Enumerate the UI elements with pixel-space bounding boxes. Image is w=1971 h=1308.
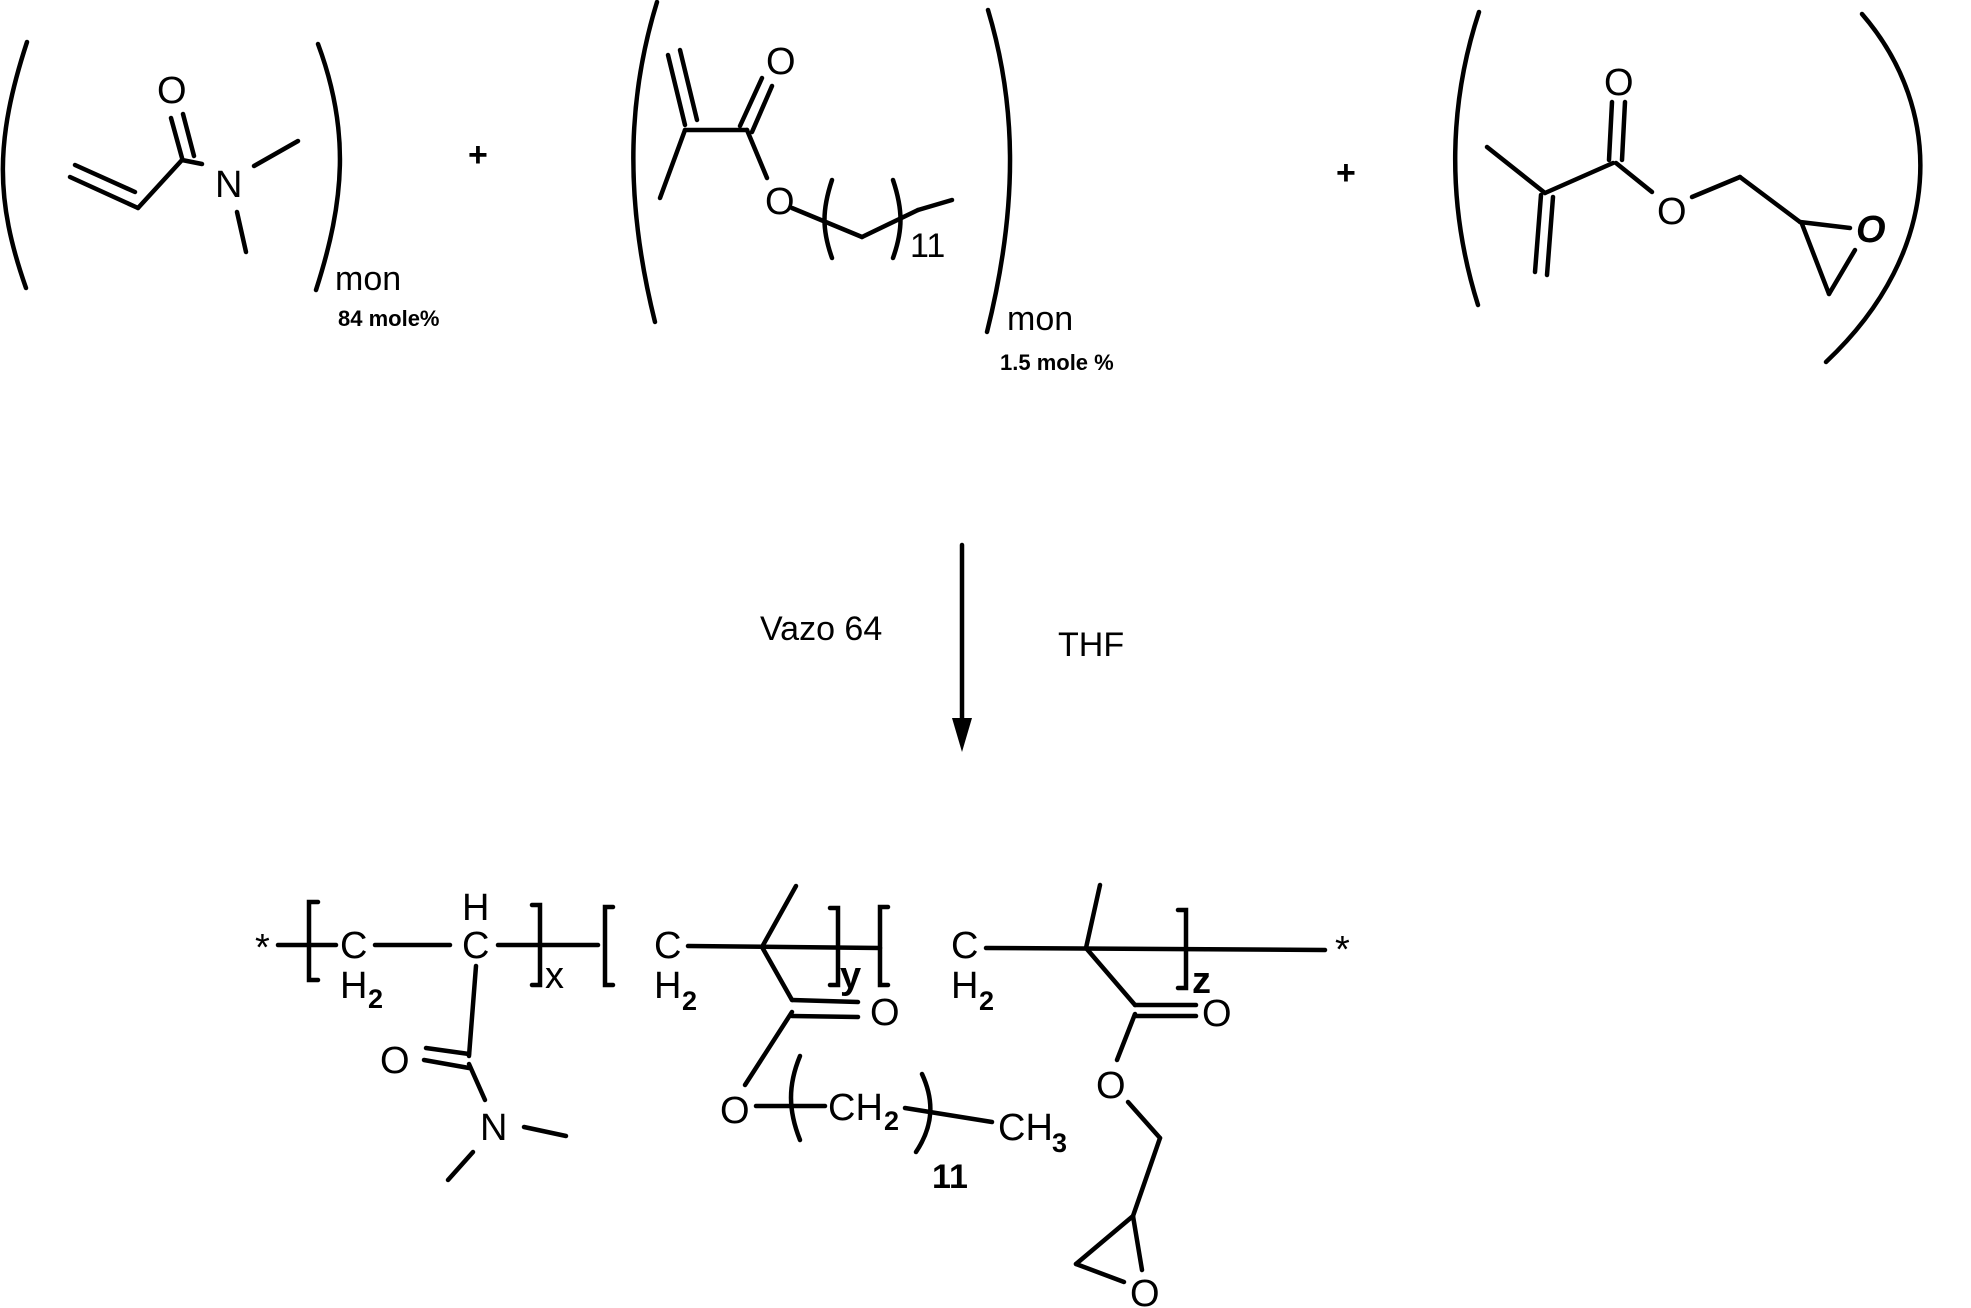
index-z: z bbox=[1192, 960, 1211, 1002]
bracket-y-open bbox=[602, 904, 616, 988]
open-paren bbox=[0, 39, 30, 291]
plus-sign: + bbox=[468, 136, 488, 174]
index-y: y bbox=[840, 955, 861, 997]
subscript: 2 bbox=[682, 986, 697, 1016]
atom-c: C bbox=[951, 925, 978, 967]
subscript: 2 bbox=[979, 986, 994, 1016]
atom-n: N bbox=[215, 164, 242, 206]
atom-o-carbonyl: O bbox=[1202, 993, 1232, 1035]
atom-h: H bbox=[340, 965, 367, 1007]
atom-n: N bbox=[480, 1107, 507, 1149]
reactant-glycidyl-methacrylate: O O O bbox=[1453, 9, 1923, 365]
atom-h: H bbox=[951, 965, 978, 1007]
atom-c: C bbox=[340, 925, 367, 967]
group-ch3: CH bbox=[998, 1107, 1053, 1149]
reactant-dodecyl-methacrylate: O O 11 mon 1.5 mole % bbox=[631, 0, 1114, 375]
subscript: 3 bbox=[1052, 1128, 1067, 1158]
index-x: x bbox=[545, 955, 564, 997]
group-ch2: CH bbox=[828, 1087, 883, 1129]
bracket-z-close bbox=[1175, 907, 1189, 991]
bracket-y-close bbox=[827, 905, 841, 988]
repeat-close-paren bbox=[890, 177, 903, 261]
arrow-head-icon bbox=[952, 718, 972, 752]
end-group-left: * bbox=[255, 927, 270, 969]
atom-o-carbonyl: O bbox=[1604, 62, 1634, 104]
reactant-dmaa: O N mon 84 mole% bbox=[0, 39, 440, 331]
atom-o-ester: O bbox=[1096, 1065, 1126, 1107]
initiator-label: Vazo 64 bbox=[760, 610, 882, 648]
plus-sign: + bbox=[1336, 154, 1356, 192]
end-group-right: * bbox=[1335, 929, 1350, 971]
atom-o: O bbox=[157, 70, 187, 112]
bracket-x-open bbox=[306, 899, 321, 983]
bracket-z-open bbox=[877, 904, 891, 988]
atom-o-epoxide: O bbox=[1130, 1273, 1160, 1308]
reaction-arrow bbox=[952, 542, 972, 752]
repeat-count: 11 bbox=[910, 227, 945, 265]
atom-o: O bbox=[380, 1040, 410, 1082]
atom-o-ester: O bbox=[1657, 191, 1687, 233]
solvent-label: THF bbox=[1058, 626, 1124, 664]
atom-h: H bbox=[654, 965, 681, 1007]
atom-h: H bbox=[462, 887, 489, 929]
open-paren bbox=[631, 0, 660, 325]
close-paren bbox=[313, 41, 343, 293]
subscript-mon: mon bbox=[1007, 300, 1073, 338]
bracket-x-close bbox=[529, 902, 543, 988]
subscript-mon: mon bbox=[335, 260, 401, 298]
mole-percent: 84 mole% bbox=[338, 306, 440, 331]
subscript: 2 bbox=[884, 1106, 899, 1136]
repeat-open-paren bbox=[788, 1053, 803, 1143]
close-paren bbox=[1823, 11, 1923, 365]
atom-o-carbonyl: O bbox=[766, 41, 796, 83]
atom-o-carbonyl: O bbox=[870, 992, 900, 1034]
subscript: 2 bbox=[368, 984, 383, 1014]
open-paren bbox=[1453, 9, 1482, 308]
atom-c: C bbox=[462, 925, 489, 967]
atom-c: C bbox=[654, 925, 681, 967]
atom-o-ester: O bbox=[720, 1090, 750, 1132]
product-copolymer: * C H 2 H C x O N C H 2 O y O bbox=[255, 882, 1350, 1308]
close-paren bbox=[984, 7, 1013, 335]
mole-percent: 1.5 mole % bbox=[1000, 350, 1114, 375]
atom-o-ester: O bbox=[765, 181, 795, 223]
atom-o-epoxide: O bbox=[1856, 209, 1886, 251]
repeat-open-paren bbox=[822, 177, 835, 261]
repeat-count: 11 bbox=[932, 1158, 968, 1196]
